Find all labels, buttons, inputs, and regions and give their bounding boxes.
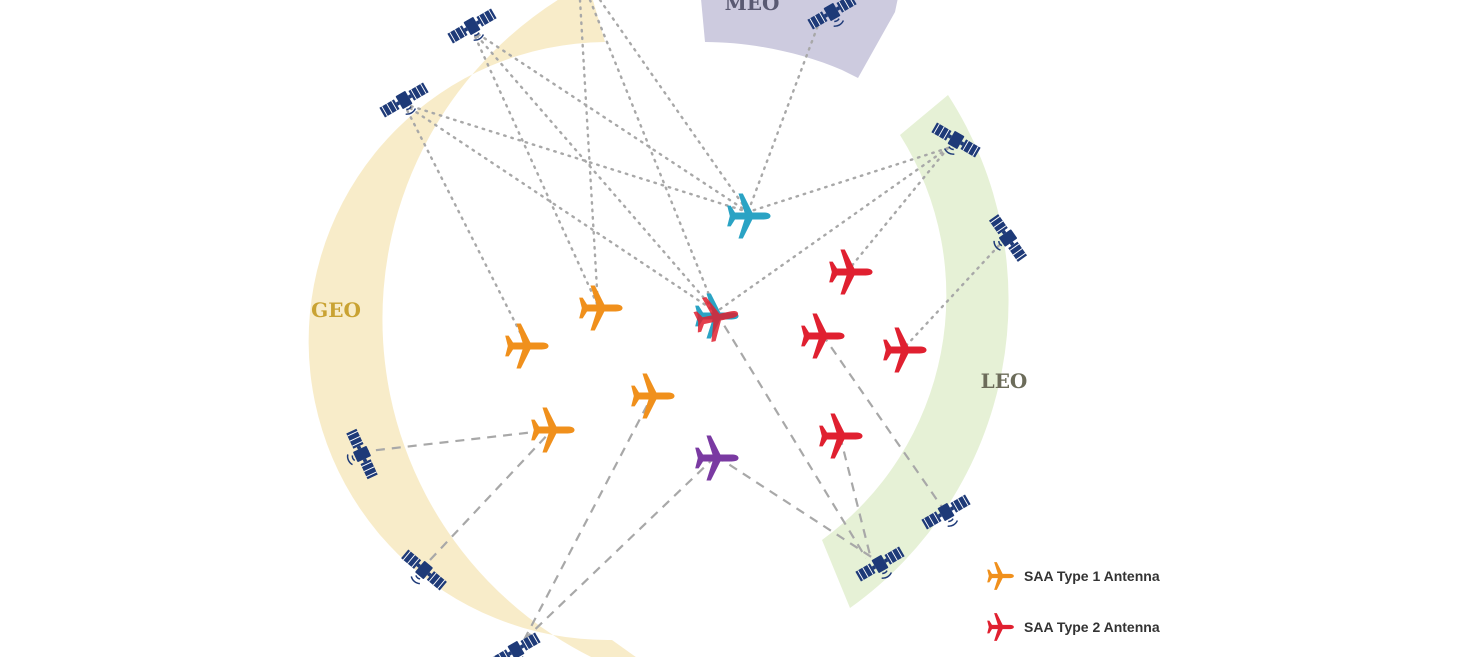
teal-airplane-icon [727, 193, 771, 239]
meo-orbit-band [701, 0, 898, 78]
type1-airplane-icon [505, 323, 549, 369]
type2-airplane-icon [883, 327, 927, 373]
type1-airplane-icon [531, 407, 575, 453]
type1-airplane-icon [631, 373, 675, 419]
satellite-icon [445, 6, 500, 53]
legend-type1-airplane-icon [987, 562, 1014, 590]
legend: SAA Type 1 Antenna SAA Type 2 Antenna [987, 562, 1160, 641]
dotted-links [402, 0, 1006, 350]
legend-type2-airplane-icon [987, 613, 1014, 641]
leo-orbit-band [822, 95, 1009, 608]
satellite-icon [489, 630, 544, 662]
meo-label: MEO [725, 0, 780, 15]
purple-airplane-icon [695, 435, 739, 481]
dashed-links [359, 311, 945, 641]
geo-label: GEO [311, 298, 361, 322]
type1-airplane-icon [579, 285, 623, 331]
geo-orbit-band [308, 0, 640, 662]
legend-type1-label: SAA Type 1 Antenna [1024, 568, 1160, 584]
type2-airplane-icon [801, 313, 845, 359]
legend-type2-label: SAA Type 2 Antenna [1024, 619, 1160, 635]
type2-airplane-icon [829, 249, 873, 295]
type2-airplane-icon [819, 413, 863, 459]
leo-label: LEO [981, 369, 1028, 393]
